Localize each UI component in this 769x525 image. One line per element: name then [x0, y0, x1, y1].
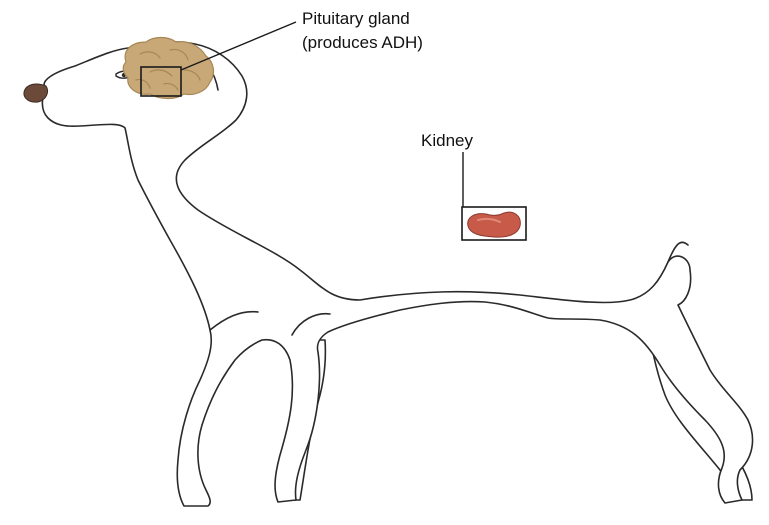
pituitary-label-line1: Pituitary gland	[302, 9, 410, 28]
kidney	[468, 212, 521, 237]
dog-body	[42, 42, 752, 506]
pituitary-label-line2: (produces ADH)	[302, 33, 423, 52]
nose	[24, 84, 48, 102]
kidney-label: Kidney	[421, 131, 473, 150]
